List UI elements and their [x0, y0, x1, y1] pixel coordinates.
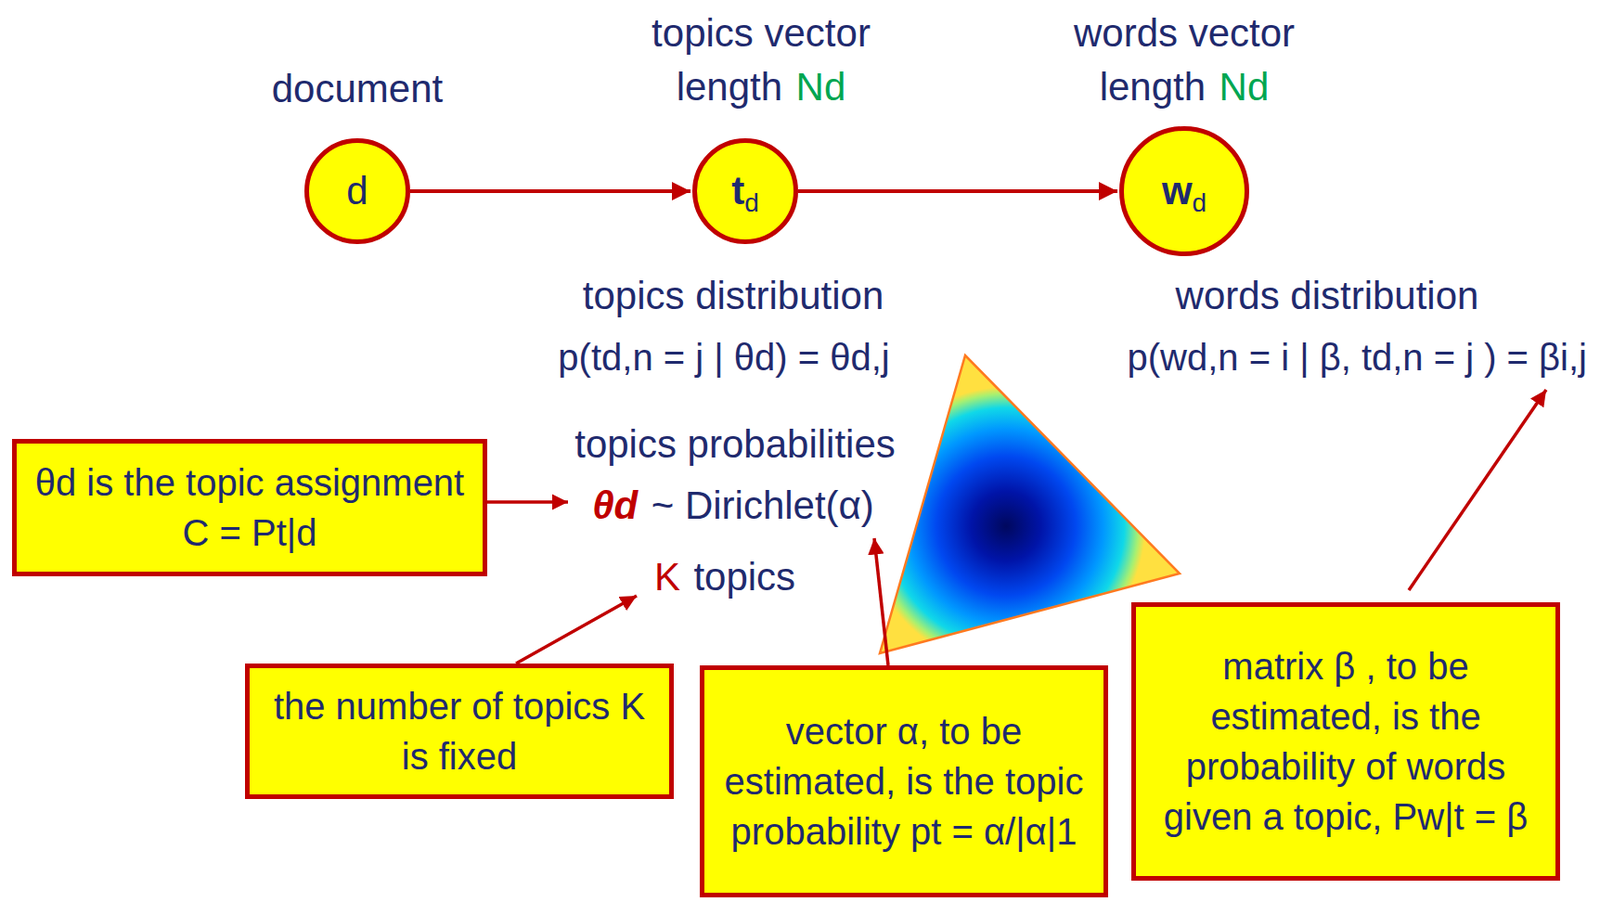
variable-name: t [731, 168, 745, 214]
label-row: lengthNd [674, 64, 849, 110]
variable-circle: d [304, 138, 411, 245]
diagram-label: length [1097, 64, 1208, 110]
label-row: topics vector [649, 11, 873, 56]
diagram-label: p(wd,n = i | β, td,n = j ) = βi,j [1125, 335, 1590, 379]
arrow-connector [410, 189, 691, 194]
diagram-label: topics distribution [580, 273, 887, 319]
diagram-label: θd [590, 483, 640, 529]
callout-text: matrix β , to be estimated, is the proba… [1150, 641, 1541, 842]
label-row: words distribution [1174, 273, 1482, 319]
callout-text: vector α, to be estimated, is the topic … [719, 706, 1089, 857]
label-row: p(wd,n = i | β, td,n = j ) = βi,j [1125, 335, 1590, 379]
subscript: d [1192, 188, 1208, 219]
callout-text: θd is the topic assignment C = Pt|d [31, 457, 468, 558]
leader-line [516, 595, 637, 664]
diagram-label: Nd [794, 64, 849, 110]
leader-line [487, 500, 568, 504]
diagram-label: length [674, 64, 785, 110]
leader-line [1408, 389, 1547, 591]
variable-name: d [346, 168, 368, 214]
subscript: d [744, 188, 760, 219]
callout-text: the number of topics K is fixed [264, 681, 655, 782]
diagram-label: topics probabilities [572, 422, 898, 467]
callout-box: matrix β , to be estimated, is the proba… [1131, 602, 1561, 881]
label-row: topics probabilities [572, 422, 898, 467]
label-row: Ktopics [652, 554, 798, 600]
diagram-label: K [652, 554, 683, 600]
diagram-label: Nd [1217, 64, 1272, 110]
callout-box: vector α, to be estimated, is the topic … [699, 665, 1109, 898]
leader-line [874, 538, 889, 666]
diagram-label: words distribution [1174, 273, 1482, 319]
label-row: lengthNd [1097, 64, 1272, 110]
diagram-label: topics vector [649, 11, 873, 56]
label-row: θd~ Dirichlet(α) [590, 483, 877, 529]
diagram-label: ~ Dirichlet(α) [649, 483, 877, 529]
label-row: document [270, 66, 445, 112]
diagram-label: topics [691, 554, 798, 600]
callout-box: the number of topics K is fixed [245, 663, 674, 800]
diagram-label: document [270, 66, 445, 112]
variable-circle: wd [1119, 126, 1250, 257]
diagram-label: p(td,n = j | θd) = θd,j [555, 335, 891, 379]
label-row: words vector [1071, 11, 1297, 56]
label-row: topics distribution [580, 273, 887, 319]
variable-name: w [1161, 168, 1193, 214]
callout-box: θd is the topic assignment C = Pt|d [12, 438, 488, 577]
label-row: p(td,n = j | θd) = θd,j [555, 335, 891, 379]
diagram-label: words vector [1071, 11, 1297, 56]
variable-circle: td [692, 138, 799, 245]
arrow-connector [798, 189, 1118, 194]
